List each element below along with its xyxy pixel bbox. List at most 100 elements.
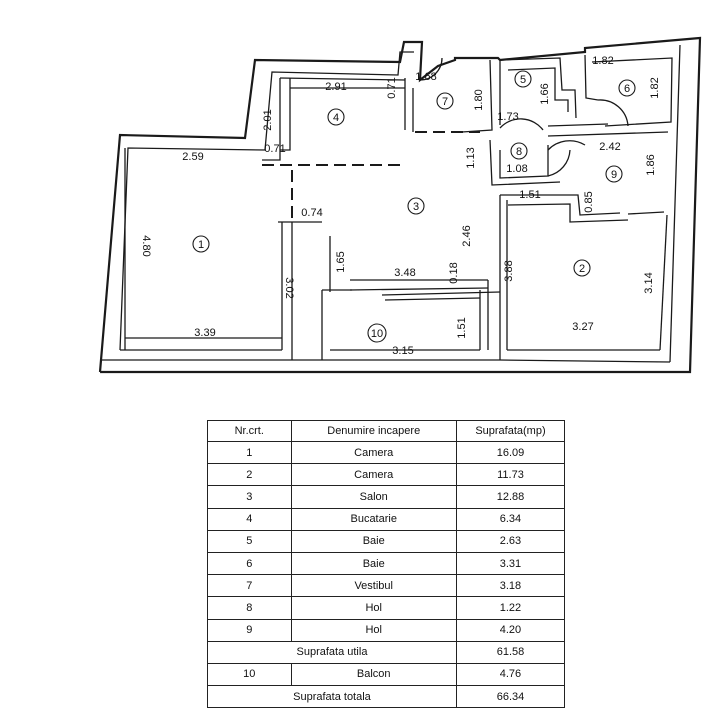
row-area: 11.73 bbox=[455, 463, 566, 487]
room-number-1: 1 bbox=[192, 235, 210, 253]
room-number-7: 7 bbox=[436, 92, 454, 110]
subtotal-label: Suprafata utila bbox=[207, 640, 457, 664]
svg-text:7: 7 bbox=[442, 96, 448, 108]
room-number-4: 4 bbox=[327, 108, 345, 126]
svg-text:6: 6 bbox=[624, 83, 630, 95]
dimension-label: 2.42 bbox=[599, 141, 620, 153]
open-boundaries bbox=[262, 131, 480, 222]
row-name: Bucatarie bbox=[290, 507, 457, 531]
door-swings bbox=[419, 57, 629, 177]
dimension-label: 4.80 bbox=[140, 235, 152, 256]
dimension-label: 1.51 bbox=[519, 189, 540, 201]
room-number-3: 3 bbox=[407, 197, 425, 215]
dimension-label: 1.82 bbox=[649, 77, 661, 98]
dimension-label: 3.14 bbox=[643, 272, 655, 293]
row-nr: 7 bbox=[207, 574, 292, 598]
svg-text:10: 10 bbox=[371, 328, 383, 340]
row-name: Camera bbox=[290, 440, 457, 465]
dimension-label: 1.65 bbox=[335, 251, 347, 272]
dimension-label: 2.46 bbox=[461, 225, 473, 246]
dimension-label: 2.91 bbox=[325, 81, 346, 93]
dimension-label: 3.02 bbox=[283, 277, 295, 298]
dimension-label: 3.15 bbox=[392, 345, 413, 357]
dimension-label: 2.01 bbox=[262, 109, 274, 130]
row-area: 4.20 bbox=[455, 618, 566, 642]
balcony-area: 4.76 bbox=[455, 662, 566, 687]
dimension-label: 3.27 bbox=[572, 321, 593, 333]
dimension-label: 1.82 bbox=[592, 55, 613, 67]
row-nr: 1 bbox=[207, 440, 292, 465]
svg-text:8: 8 bbox=[516, 146, 522, 158]
row-name: Baie bbox=[290, 529, 457, 553]
room-number-9: 9 bbox=[605, 165, 623, 183]
row-name: Hol bbox=[290, 596, 457, 620]
room-number-8: 8 bbox=[510, 142, 528, 160]
dimension-label: 1.68 bbox=[415, 71, 436, 83]
row-name: Vestibul bbox=[290, 574, 457, 598]
header-name: Denumire incapere bbox=[290, 420, 457, 442]
row-nr: 9 bbox=[207, 618, 292, 642]
dimension-label: 0.18 bbox=[448, 262, 460, 283]
row-area: 16.09 bbox=[455, 440, 566, 465]
dimension-label: 1.51 bbox=[456, 317, 468, 338]
svg-text:9: 9 bbox=[611, 169, 617, 181]
row-nr: 5 bbox=[207, 529, 292, 553]
dimension-label: 0.71 bbox=[386, 77, 398, 98]
subtotal-value: 61.58 bbox=[455, 640, 566, 664]
row-nr: 2 bbox=[207, 463, 292, 487]
header-area: Suprafata(mp) bbox=[455, 420, 566, 442]
dimension-label: 1.73 bbox=[497, 111, 518, 123]
row-name: Salon bbox=[290, 485, 457, 509]
row-area: 3.18 bbox=[455, 574, 566, 598]
row-area: 12.88 bbox=[455, 485, 566, 509]
room-number-5: 5 bbox=[514, 70, 532, 88]
balcony-name: Balcon bbox=[290, 662, 457, 687]
row-name: Camera bbox=[290, 463, 457, 487]
exterior-walls bbox=[98, 36, 702, 374]
table-header-row: Nr.crt. Denumire incapere Suprafata(mp) bbox=[207, 420, 566, 442]
dimension-label: 1.13 bbox=[465, 147, 477, 168]
room-number-10: 10 bbox=[367, 323, 387, 343]
dimension-label: 3.48 bbox=[394, 267, 415, 279]
total-label: Suprafata totala bbox=[207, 685, 457, 709]
room-number-6: 6 bbox=[618, 79, 636, 97]
svg-text:2: 2 bbox=[579, 263, 585, 275]
room-numbers: 1 2 3 4 5 6 7 8 9 10 bbox=[192, 70, 636, 343]
dimension-label: 1.08 bbox=[506, 163, 527, 175]
dimension-label: 3.88 bbox=[503, 260, 515, 281]
total-value: 66.34 bbox=[455, 685, 566, 709]
row-area: 2.63 bbox=[455, 529, 566, 553]
balcony-nr: 10 bbox=[207, 662, 292, 687]
svg-text:5: 5 bbox=[520, 74, 526, 86]
row-nr: 4 bbox=[207, 507, 292, 531]
row-nr: 6 bbox=[207, 551, 292, 576]
header-nr: Nr.crt. bbox=[207, 420, 292, 442]
interior-walls bbox=[262, 54, 673, 351]
row-area: 1.22 bbox=[455, 596, 566, 620]
dimension-label: 0.85 bbox=[583, 191, 595, 212]
row-name: Baie bbox=[290, 551, 457, 576]
row-name: Hol bbox=[290, 618, 457, 642]
row-area: 6.34 bbox=[455, 507, 566, 531]
dimension-label: 0.71 bbox=[264, 143, 285, 155]
svg-text:4: 4 bbox=[333, 112, 339, 124]
dimension-label: 1.66 bbox=[539, 83, 551, 104]
area-table: Nr.crt. Denumire incapere Suprafata(mp) … bbox=[207, 420, 566, 709]
dimension-label: 3.39 bbox=[194, 327, 215, 339]
row-nr: 3 bbox=[207, 485, 292, 509]
row-nr: 8 bbox=[207, 596, 292, 620]
